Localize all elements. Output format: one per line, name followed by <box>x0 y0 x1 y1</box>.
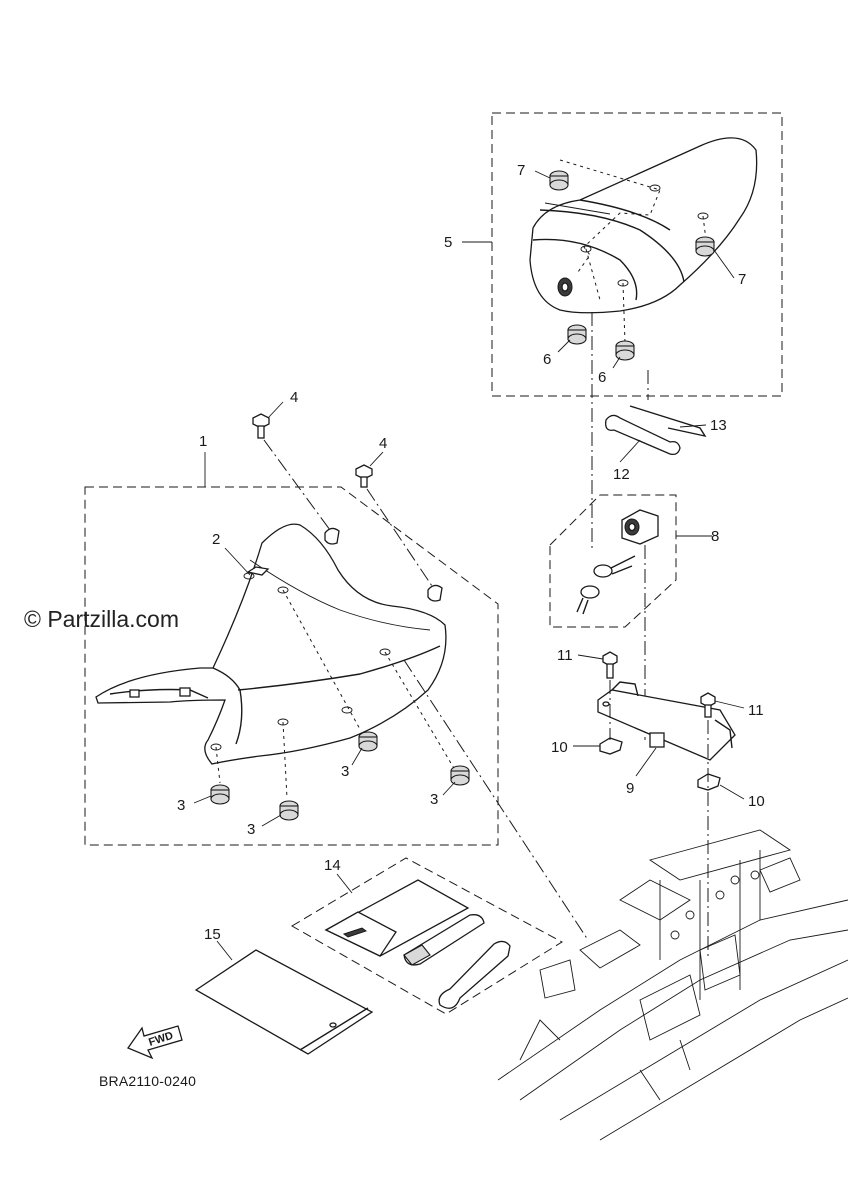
diagram-code: BRA2110-0240 <box>99 1073 197 1089</box>
callout-3: 3 <box>341 763 349 780</box>
callout-2: 2 <box>212 531 220 548</box>
callout-3: 3 <box>247 821 255 838</box>
passenger-seat-damper-upper[interactable] <box>549 170 569 191</box>
passenger-seat-damper[interactable] <box>567 324 587 345</box>
clip-nut[interactable] <box>697 773 721 791</box>
callout-11: 11 <box>557 647 573 664</box>
seat-bolt[interactable] <box>252 413 270 439</box>
fwd-arrow: FWD <box>127 1025 183 1060</box>
rear-frame <box>497 829 848 1141</box>
passenger-seat-damper-upper[interactable] <box>695 236 715 257</box>
seat-damper[interactable] <box>450 765 470 786</box>
callout-3: 3 <box>430 791 438 808</box>
callout-10: 10 <box>748 793 765 810</box>
callout-1: 1 <box>199 433 207 450</box>
hex-key-tool[interactable] <box>629 405 707 438</box>
bracket-bolt[interactable] <box>602 651 618 679</box>
clip-nut[interactable] <box>599 737 623 755</box>
callout-4: 4 <box>290 389 298 406</box>
wrench-tool[interactable] <box>605 414 681 456</box>
passenger-seat[interactable] <box>529 137 758 314</box>
callout-8: 8 <box>711 528 719 545</box>
callout-10: 10 <box>551 739 568 756</box>
passenger-seat-group-box <box>491 112 783 397</box>
callout-9: 9 <box>626 780 634 797</box>
tool-kit-group-box <box>291 857 563 1015</box>
lock-bracket[interactable] <box>597 681 736 761</box>
callout-11: 11 <box>748 702 764 719</box>
callout-5: 5 <box>444 234 452 251</box>
callout-14: 14 <box>324 857 341 874</box>
callout-7: 7 <box>738 271 746 288</box>
callout-3: 3 <box>177 797 185 814</box>
seat-hook-tab <box>246 566 270 576</box>
callout-6: 6 <box>543 351 551 368</box>
rider-seat[interactable] <box>95 523 447 765</box>
seat-lock-set[interactable] <box>576 509 659 615</box>
callout-6: 6 <box>598 369 606 386</box>
seat-damper[interactable] <box>358 731 378 752</box>
tool-kit[interactable] <box>324 879 511 1009</box>
partzilla-watermark: © Partzilla.com <box>24 606 179 632</box>
bracket-bolt[interactable] <box>700 692 716 718</box>
callout-15: 15 <box>204 926 221 943</box>
lock-group-box <box>549 494 677 628</box>
callout-7: 7 <box>517 162 525 179</box>
owners-manual[interactable] <box>194 949 374 1055</box>
seat-damper[interactable] <box>279 800 299 821</box>
seat-bolt[interactable] <box>355 464 373 488</box>
callout-12: 12 <box>613 466 630 483</box>
callout-13: 13 <box>710 417 727 434</box>
callout-4: 4 <box>379 435 387 452</box>
passenger-seat-damper[interactable] <box>615 340 635 361</box>
leader-lines <box>193 170 745 961</box>
seat-damper[interactable] <box>210 784 230 805</box>
